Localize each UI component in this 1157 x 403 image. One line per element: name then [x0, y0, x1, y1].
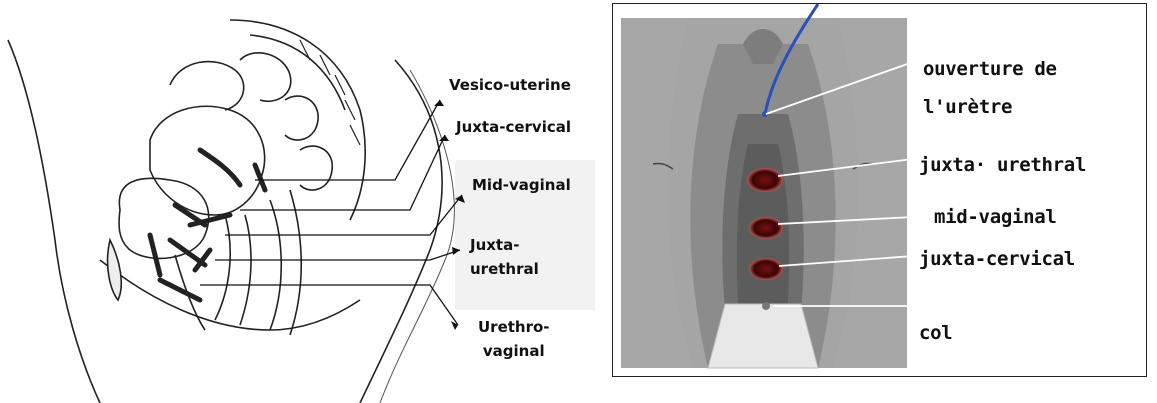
label-line: ouverture de: [923, 50, 1057, 88]
label-line: Juxta-: [470, 236, 539, 254]
label-line: l'urètre: [923, 88, 1057, 126]
label-mid-vaginal: Mid-vaginal: [472, 176, 571, 194]
sagittal-anatomy-diagram: Vesico-uterine Juxta-cervical Mid-vagina…: [0, 0, 600, 403]
label-ouverture-uretre: ouverture de l'urètre: [923, 50, 1057, 126]
label-line: Urethro-: [478, 318, 550, 336]
label-juxta-cervical: Juxta-cervical: [456, 118, 571, 136]
label-vesico-uterine: Vesico-uterine: [449, 76, 571, 94]
label-urethro-vaginal: Urethro- vaginal: [478, 318, 550, 360]
label-juxta-cervical-right: juxta-cervical: [919, 248, 1075, 270]
label-col: col: [919, 322, 952, 344]
frontal-drawing: [613, 4, 1148, 378]
label-line: urethral: [470, 260, 539, 278]
label-juxta-urethral-right: juxta· urethral: [919, 154, 1086, 176]
label-line: vaginal: [478, 342, 550, 360]
frontal-vaginal-diagram: ouverture de l'urètre juxta· urethral mi…: [612, 3, 1147, 377]
label-juxta-urethral: Juxta- urethral: [470, 236, 539, 278]
label-mid-vaginal-right: mid-vaginal: [934, 206, 1057, 228]
